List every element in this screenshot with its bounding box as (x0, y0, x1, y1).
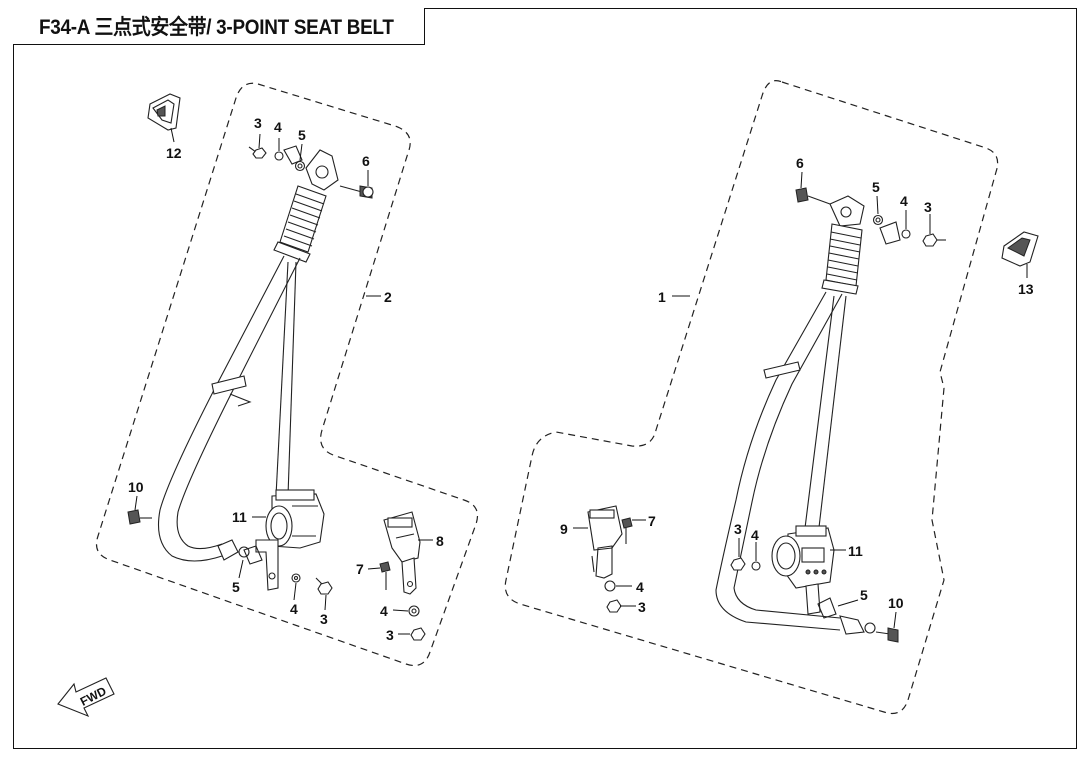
callout-label: 5 (872, 179, 880, 195)
lap-bolt-10-right (875, 611, 899, 643)
callout-label: 11 (232, 509, 247, 525)
callout-label: 7 (356, 561, 364, 577)
callout-label: 6 (796, 155, 804, 171)
lap-bolt-10-left (127, 495, 152, 525)
retractor-11-right (771, 525, 846, 615)
callout-label: 3 (638, 599, 646, 615)
callout-label: 2 (384, 289, 392, 305)
page-title: F34-A 三点式安全带/ 3-POINT SEAT BELT (39, 16, 394, 39)
callout-label: 4 (751, 527, 759, 543)
forward-direction-arrow: FWD (57, 677, 115, 718)
left-assembly-group: 12 3 4 5 6 (95, 82, 479, 667)
callout-label: 12 (166, 145, 182, 161)
callout-label: 8 (436, 533, 444, 549)
buckle-hardware-left (367, 561, 426, 641)
callout-label: 5 (232, 579, 240, 595)
callout-label: 5 (860, 587, 868, 603)
callout-label: 10 (128, 479, 144, 495)
trim-cover-12 (147, 93, 181, 143)
callout-label: 3 (734, 521, 742, 537)
buckle-8-left (383, 511, 433, 595)
right-assembly-boundary (504, 80, 999, 715)
callout-label: 3 (254, 115, 262, 131)
title-box: F34-A 三点式安全带/ 3-POINT SEAT BELT (13, 8, 425, 45)
drawing-frame (13, 8, 1077, 749)
belt-webbing-right (715, 291, 876, 635)
callout-label: 4 (274, 119, 282, 135)
callout-label: 4 (380, 603, 388, 619)
callout-label: 4 (290, 601, 298, 617)
lower-anchor-hardware-left (238, 545, 333, 611)
callout-label: 4 (636, 579, 644, 595)
callout-label: 5 (298, 127, 306, 143)
callout-label: 9 (560, 521, 568, 537)
callout-label: 3 (924, 199, 932, 215)
right-assembly-group: 13 6 5 4 3 (504, 80, 1039, 715)
callout-label: 6 (362, 153, 370, 169)
trim-cover-13 (1001, 231, 1039, 278)
callout-label: 1 (658, 289, 666, 305)
left-assembly-boundary (95, 82, 479, 667)
belt-guide-bellows-left (273, 185, 327, 263)
callout-label: 3 (320, 611, 328, 627)
retractor-11-left (252, 489, 325, 591)
callout-label: 7 (648, 513, 656, 529)
upper-anchor-hardware-right (795, 171, 946, 247)
callout-label: 3 (386, 627, 394, 643)
buckle-9-right (573, 505, 646, 613)
callout-label: 13 (1018, 281, 1034, 297)
callout-label: 10 (888, 595, 904, 611)
callout-label: 4 (900, 193, 908, 209)
callout-label: 11 (848, 543, 863, 559)
belt-guide-bellows-right (821, 223, 863, 295)
lower-anchor-hardware-right (730, 538, 859, 619)
upper-anchor-hardware-left (248, 133, 374, 199)
